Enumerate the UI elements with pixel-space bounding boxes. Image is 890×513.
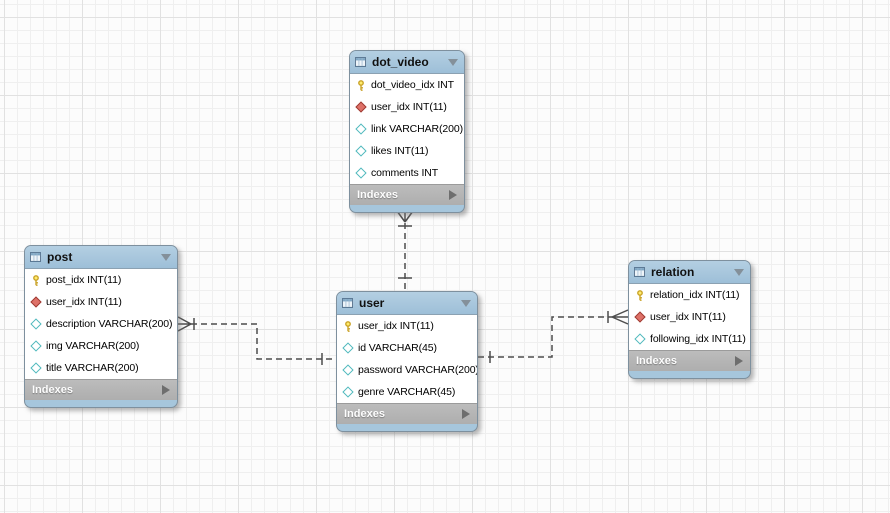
indexes-footer[interactable]: Indexes: [337, 404, 477, 424]
table-icon: [30, 252, 41, 263]
column-icon: [29, 318, 42, 330]
foreign-key-icon: [29, 296, 42, 308]
column-icon: [29, 340, 42, 352]
column-row[interactable]: user_idx INT(11): [25, 291, 177, 313]
column-row[interactable]: likes INT(11): [350, 140, 464, 162]
table-title: user: [359, 296, 385, 310]
column-row[interactable]: comments INT: [350, 162, 464, 184]
column-label: link VARCHAR(200): [371, 123, 464, 135]
table-header[interactable]: dot_video: [350, 51, 464, 73]
column-label: id VARCHAR(45): [358, 342, 437, 354]
table-title: relation: [651, 265, 695, 279]
chevron-down-icon[interactable]: [161, 253, 171, 261]
column-icon: [354, 167, 367, 179]
table-title: dot_video: [372, 55, 429, 69]
column-label: genre VARCHAR(45): [358, 386, 456, 398]
primary-key-icon: [355, 79, 366, 91]
table-post[interactable]: post post_idx INT(11) user_idx INT(11) d…: [24, 245, 178, 408]
column-icon: [341, 386, 354, 398]
indexes-footer[interactable]: Indexes: [25, 380, 177, 400]
column-label: post_idx INT(11): [46, 274, 122, 286]
column-label: user_idx INT(11): [358, 320, 434, 332]
column-icon: [341, 364, 354, 376]
primary-key-icon: [634, 289, 645, 301]
chevron-down-icon[interactable]: [734, 268, 744, 276]
column-row[interactable]: user_idx INT(11): [337, 315, 477, 337]
table-header[interactable]: user: [337, 292, 477, 314]
indexes-label: Indexes: [357, 189, 398, 201]
indexes-footer[interactable]: Indexes: [350, 185, 464, 205]
column-row[interactable]: genre VARCHAR(45): [337, 381, 477, 403]
column-label: user_idx INT(11): [46, 296, 122, 308]
column-icon: [354, 145, 367, 157]
column-row[interactable]: user_idx INT(11): [629, 306, 750, 328]
column-list: post_idx INT(11) user_idx INT(11) descri…: [25, 268, 177, 380]
column-row[interactable]: password VARCHAR(200): [337, 359, 477, 381]
column-row[interactable]: post_idx INT(11): [25, 269, 177, 291]
primary-key-icon: [30, 274, 41, 286]
foreign-key-icon: [354, 101, 367, 113]
indexes-label: Indexes: [636, 355, 677, 367]
chevron-down-icon[interactable]: [461, 299, 471, 307]
table-user[interactable]: user user_idx INT(11) id VARCHAR(45) pas…: [336, 291, 478, 432]
table-icon: [342, 298, 353, 309]
column-row[interactable]: title VARCHAR(200): [25, 357, 177, 379]
chevron-right-icon[interactable]: [735, 356, 743, 366]
column-row[interactable]: following_idx INT(11): [629, 328, 750, 350]
column-row[interactable]: link VARCHAR(200): [350, 118, 464, 140]
column-list: dot_video_idx INT user_idx INT(11) link …: [350, 73, 464, 185]
column-label: comments INT: [371, 167, 439, 179]
chevron-down-icon[interactable]: [448, 58, 458, 66]
column-label: description VARCHAR(200): [46, 318, 173, 330]
column-icon: [633, 333, 646, 345]
chevron-right-icon[interactable]: [462, 409, 470, 419]
column-icon: [341, 342, 354, 354]
column-label: relation_idx INT(11): [650, 289, 740, 301]
table-title: post: [47, 250, 73, 264]
column-label: dot_video_idx INT: [371, 79, 454, 91]
column-label: user_idx INT(11): [650, 311, 726, 323]
column-row[interactable]: dot_video_idx INT: [350, 74, 464, 96]
primary-key-icon: [342, 320, 353, 332]
table-icon: [634, 267, 645, 278]
table-header[interactable]: relation: [629, 261, 750, 283]
column-icon: [354, 123, 367, 135]
indexes-footer[interactable]: Indexes: [629, 351, 750, 371]
table-icon: [355, 57, 366, 68]
column-row[interactable]: img VARCHAR(200): [25, 335, 177, 357]
column-row[interactable]: id VARCHAR(45): [337, 337, 477, 359]
column-icon: [29, 362, 42, 374]
column-row[interactable]: relation_idx INT(11): [629, 284, 750, 306]
indexes-label: Indexes: [32, 384, 73, 396]
table-header[interactable]: post: [25, 246, 177, 268]
table-relation[interactable]: relation relation_idx INT(11) user_idx I…: [628, 260, 751, 379]
column-label: title VARCHAR(200): [46, 362, 139, 374]
chevron-right-icon[interactable]: [449, 190, 457, 200]
chevron-right-icon[interactable]: [162, 385, 170, 395]
column-row[interactable]: user_idx INT(11): [350, 96, 464, 118]
indexes-label: Indexes: [344, 408, 385, 420]
column-label: likes INT(11): [371, 145, 429, 157]
column-label: img VARCHAR(200): [46, 340, 140, 352]
column-label: password VARCHAR(200): [358, 364, 477, 376]
column-list: relation_idx INT(11) user_idx INT(11) fo…: [629, 283, 750, 351]
table-dot_video[interactable]: dot_video dot_video_idx INT user_idx INT…: [349, 50, 465, 213]
column-row[interactable]: description VARCHAR(200): [25, 313, 177, 335]
column-list: user_idx INT(11) id VARCHAR(45) password…: [337, 314, 477, 404]
column-label: user_idx INT(11): [371, 101, 447, 113]
column-label: following_idx INT(11): [650, 333, 746, 345]
foreign-key-icon: [633, 311, 646, 323]
